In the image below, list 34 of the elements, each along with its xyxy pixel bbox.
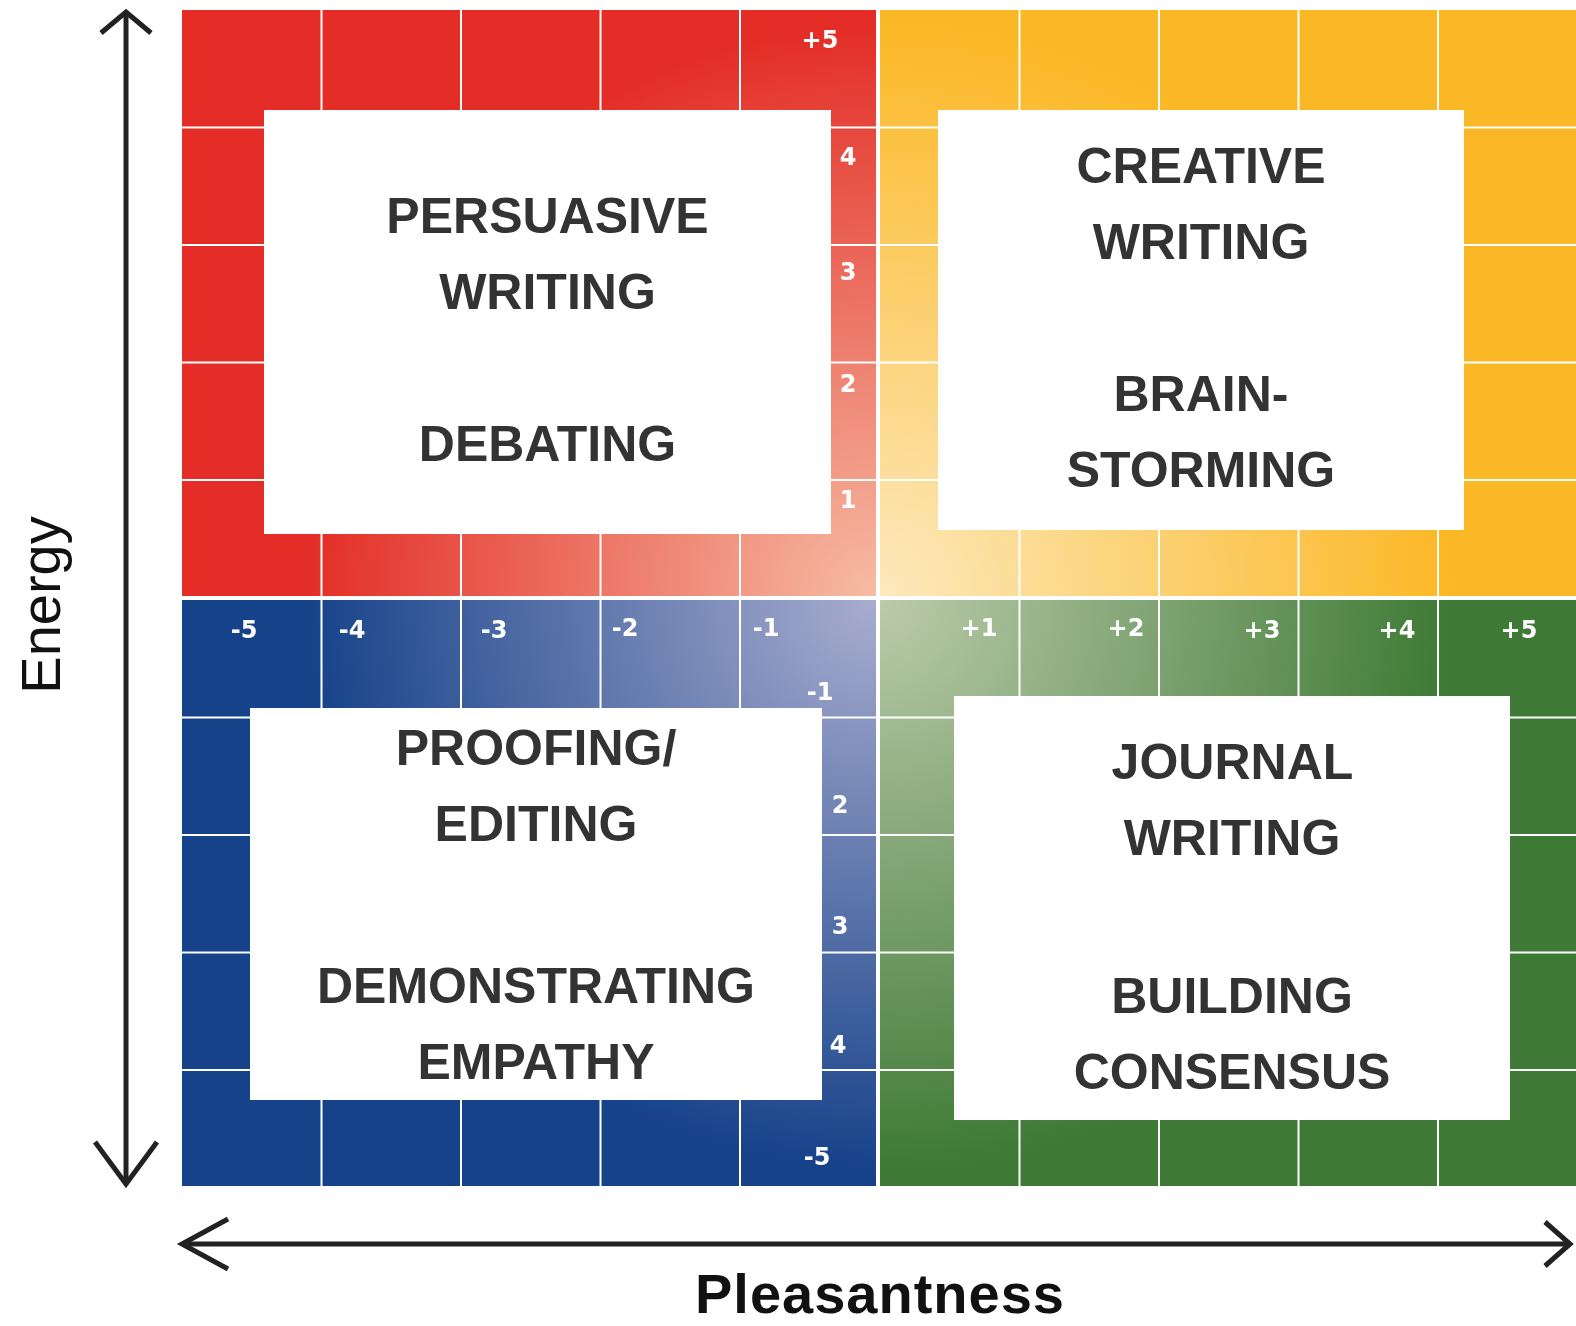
axis-title: Pleasantness [695,1260,1065,1326]
scale-number: +2 [1107,614,1145,642]
quadrant-card [954,696,1510,1120]
scale-number: 2 [839,370,857,398]
quadrant-card [250,708,822,1100]
scale-number: 1 [839,486,857,514]
activity-text: PERSUASIVE WRITING [386,187,709,322]
scale-number: +5 [801,26,839,54]
activity-text: BRAIN- STORMING [1066,365,1336,500]
scale-number: -2 [611,614,639,642]
activity-text: DEBATING [418,415,677,474]
activity-text: PROOFING/ EDITING [395,719,677,854]
axis-title: Energy [7,516,73,694]
activity-text: JOURNAL WRITING [1111,733,1353,868]
scale-number: -1 [806,678,834,706]
scale-number: -4 [338,616,366,644]
scale-number: 3 [839,258,857,286]
scale-number: 3 [831,912,849,940]
quadrant-card [938,110,1464,530]
scale-number: +5 [1500,616,1538,644]
scale-number: 4 [829,1031,847,1059]
scale-number: +1 [960,614,998,642]
activity-text: BUILDING CONSENSUS [1073,967,1391,1102]
scale-number: 4 [839,143,857,171]
scale-number: +4 [1378,616,1416,644]
scale-number: -1 [752,614,780,642]
activity-text: CREATIVE WRITING [1076,137,1326,272]
activity-text: DEMONSTRATING EMPATHY [317,957,755,1092]
scale-number: -5 [803,1143,831,1171]
scale-number: 2 [831,791,849,819]
scale-number: +3 [1243,616,1281,644]
scale-number: -5 [230,616,258,644]
quadrant-card [264,110,831,534]
scale-number: -3 [480,616,508,644]
